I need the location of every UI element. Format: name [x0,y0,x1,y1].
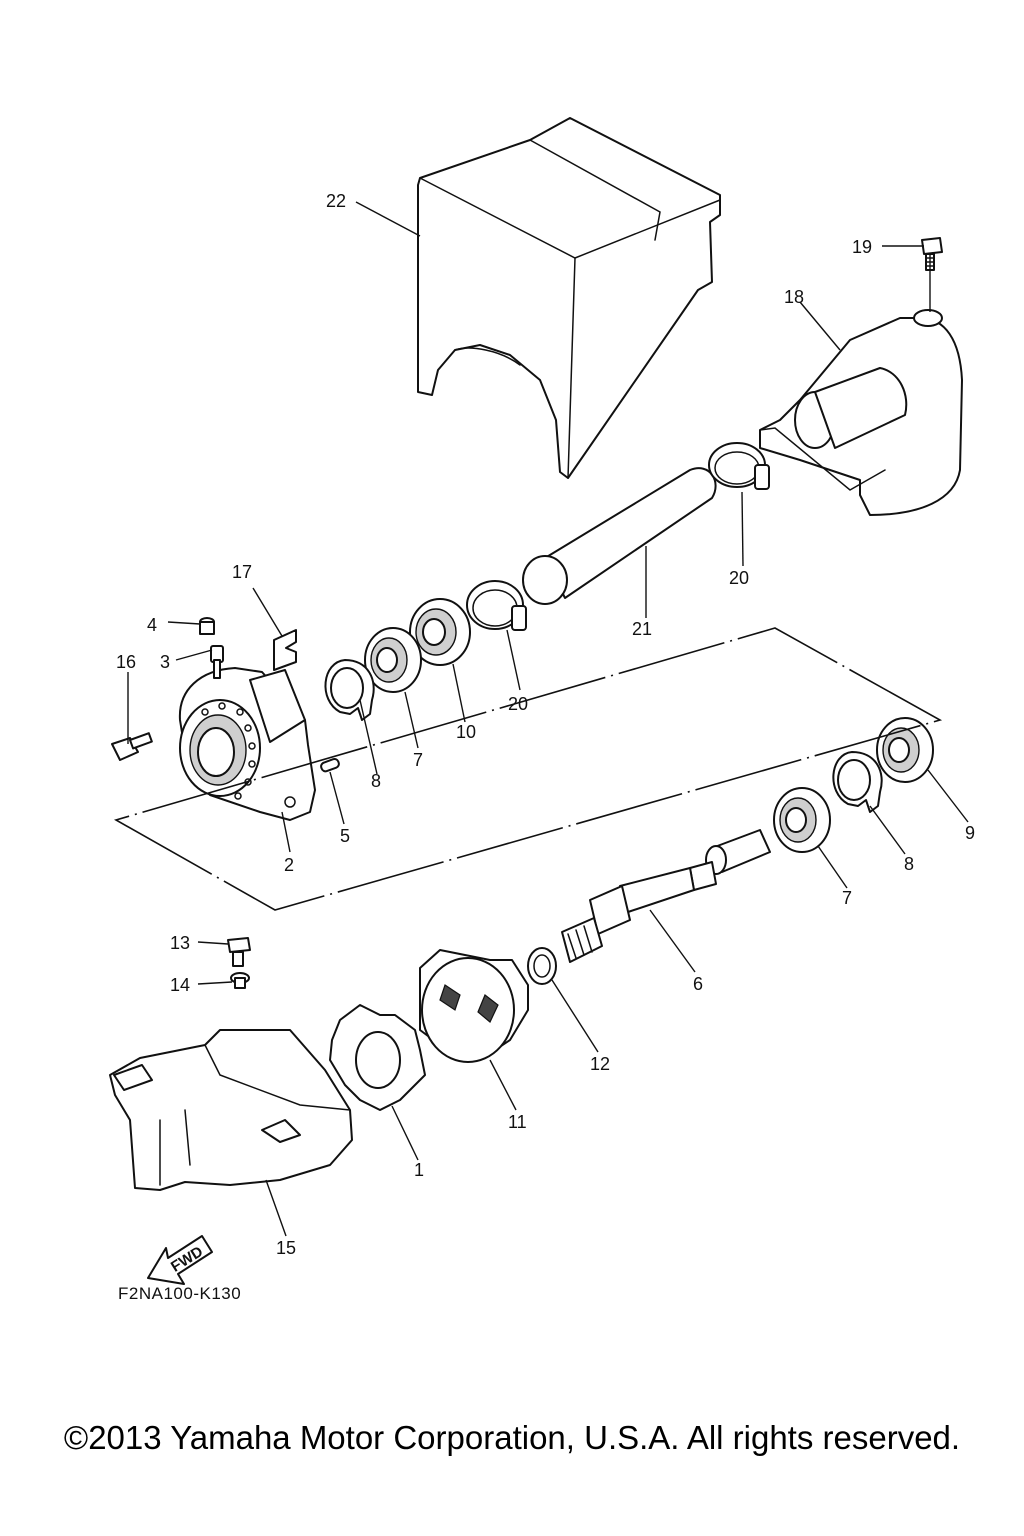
bearing-part-7a [364,627,422,693]
bolt-part-16 [111,732,153,761]
drawing-code: F2NA100-K130 [118,1284,241,1303]
callout-9: 9 [965,823,975,843]
callout-6: 6 [693,974,703,994]
callout-1: 1 [414,1160,424,1180]
bearing-part-10 [409,598,471,666]
circlip-part-8a [324,659,375,721]
callout-20a: 20 [729,568,749,588]
callout-4: 4 [147,615,157,635]
callout-7b: 7 [842,888,852,908]
callout-labels: 22 19 18 20 21 17 4 16 3 20 10 7 8 5 2 9… [116,191,975,1258]
callout-14: 14 [170,975,190,995]
callout-7a: 7 [413,750,423,770]
drive-shaft-part-6 [561,829,771,963]
bearing-part-9 [876,717,934,783]
callout-12: 12 [590,1054,610,1074]
callout-17: 17 [232,562,252,582]
callout-11: 11 [508,1112,527,1132]
nipple-fitting-part-3 [210,645,224,679]
bearing-part-7b [773,787,831,853]
washer-part-14 [230,972,250,989]
callout-15: 15 [276,1238,296,1258]
fwd-arrow-icon: FWD [147,1235,213,1285]
assembly-outline [113,627,943,911]
callout-2: 2 [284,855,294,875]
callout-21: 21 [632,619,652,639]
circlip-part-8b [832,751,883,813]
callout-8b: 8 [904,854,914,874]
callout-10: 10 [456,722,476,742]
pump-cover-part-22 [417,117,721,479]
callout-3: 3 [160,652,170,672]
callout-19: 19 [852,237,872,257]
bolt-part-19 [921,237,943,271]
hose-clamp-part-20b [466,580,527,631]
copyright-notice: ©2013 Yamaha Motor Corporation, U.S.A. A… [64,1419,960,1456]
damper-part-1 [329,1004,426,1111]
wire-clip-part-17 [273,629,297,671]
hose-part-21 [522,467,717,605]
washer-part-12 [527,947,557,985]
hose-clamp-part-20a [708,442,770,490]
bolt-part-13 [227,937,251,967]
callout-16: 16 [116,652,136,672]
callout-13: 13 [170,933,190,953]
callout-8a: 8 [371,771,381,791]
callout-20b: 20 [508,694,528,714]
dowel-pin-part-5 [320,757,340,773]
callout-18: 18 [784,287,804,307]
callout-5: 5 [340,826,350,846]
pump-housing-part-2 [178,667,316,821]
cap-part-4 [199,617,215,635]
intermediate-housing-part-15 [109,1029,353,1191]
jet-nozzle-part-18 [759,309,963,516]
callout-22: 22 [326,191,346,211]
coupler-part-11 [419,949,529,1063]
leader-lines [127,201,969,1237]
